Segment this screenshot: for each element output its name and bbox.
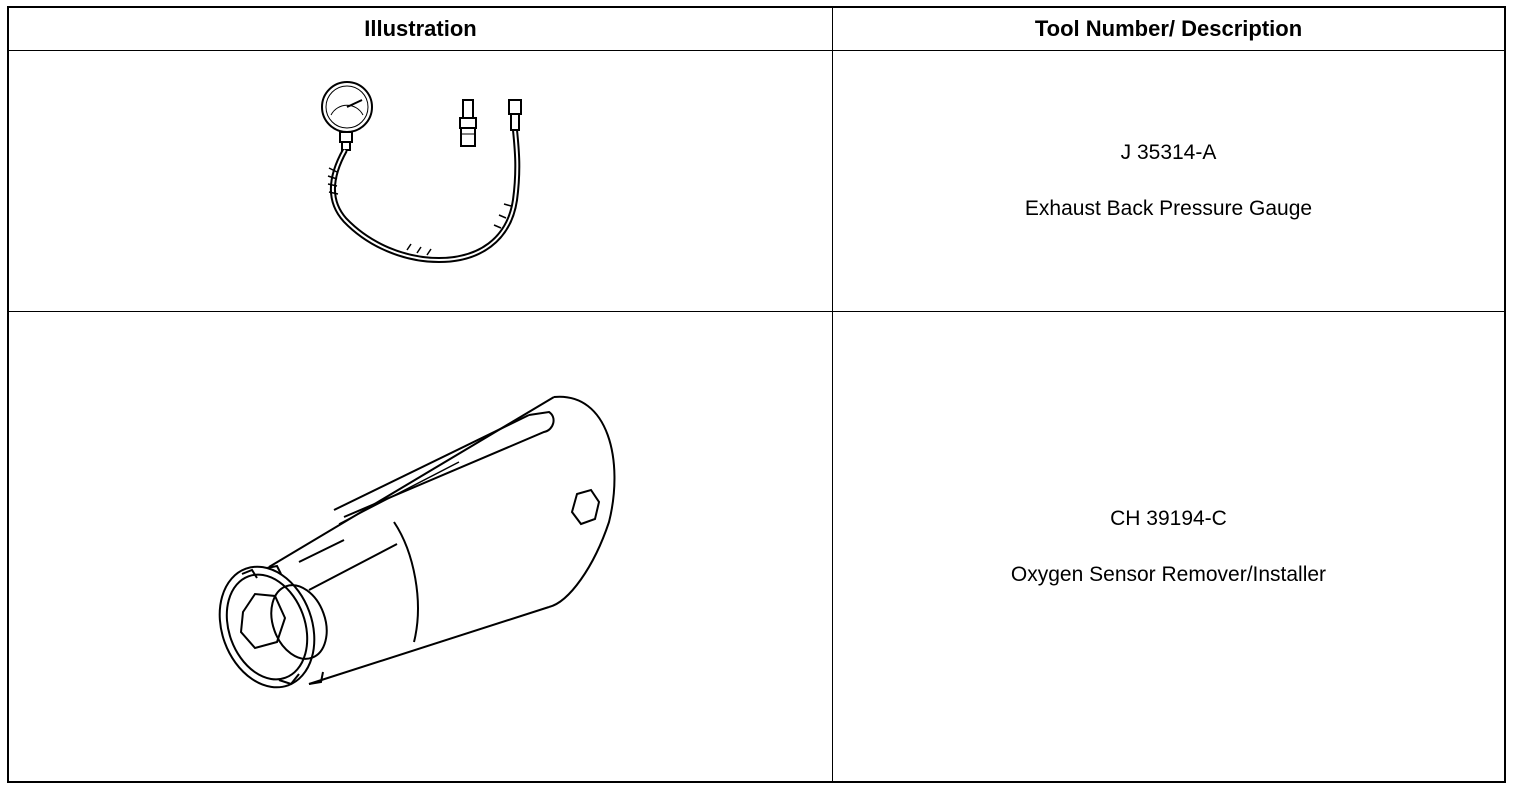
pressure-gauge-icon [321, 81, 522, 264]
tool-table: Illustration Tool Number/ Description [7, 6, 1506, 783]
illustration-cell [9, 50, 832, 311]
illustration-cell [9, 312, 832, 781]
description-cell: J 35314-A Exhaust Back Pressure Gauge [833, 50, 1504, 311]
header-tool-description: Tool Number/ Description [1034, 16, 1303, 41]
column-divider [832, 8, 833, 781]
oxygen-sensor-socket-icon [218, 395, 616, 689]
tool-number: J 35314-A [1120, 140, 1217, 164]
table-row: CH 39194-C Oxygen Sensor Remover/Install… [9, 312, 1504, 781]
tool-number: CH 39194-C [1110, 506, 1227, 530]
tool-description: Exhaust Back Pressure Gauge [1024, 196, 1313, 220]
tool-description: Oxygen Sensor Remover/Installer [1010, 562, 1327, 586]
table-header-row: Illustration Tool Number/ Description [9, 8, 1504, 51]
header-illustration: Illustration [364, 16, 477, 41]
description-cell: CH 39194-C Oxygen Sensor Remover/Install… [833, 312, 1504, 781]
table-row: J 35314-A Exhaust Back Pressure Gauge [9, 50, 1504, 312]
